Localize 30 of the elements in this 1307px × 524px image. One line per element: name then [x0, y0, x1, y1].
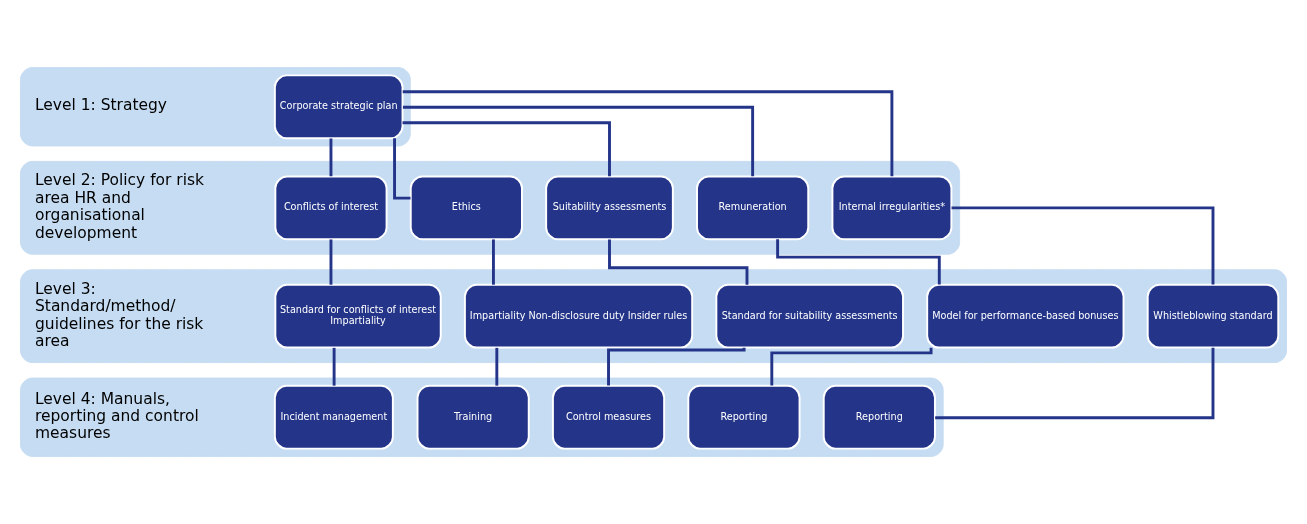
node-box: Model for performance-based bonuses: [926, 283, 1125, 349]
connector: [402, 121, 611, 177]
node-box: Standard for conflicts of interest Impartiality: [274, 283, 442, 349]
connector: [951, 206, 1215, 285]
node-box: Training: [416, 384, 530, 450]
node-box: Internal irregularities*: [831, 175, 953, 241]
connector: [776, 239, 941, 285]
node-box: Remuneration: [696, 175, 810, 241]
connector: [402, 90, 894, 177]
connector: [332, 347, 336, 386]
node-box: Whistleblowing standard: [1146, 283, 1280, 349]
connector: [492, 239, 495, 285]
node-box: Incident management: [273, 384, 394, 450]
node-box: Standard for suitability assessments: [715, 283, 904, 349]
connector: [935, 347, 1215, 420]
node-box: Corporate strategic plan: [273, 74, 404, 140]
connector: [495, 347, 499, 386]
connector: [329, 138, 333, 177]
node-box: Conflicts of interest: [274, 175, 388, 241]
node-box: Suitability assessments: [545, 175, 674, 241]
node-box: Impartiality Non-disclosure duty Insider rules: [463, 283, 694, 349]
connector: [402, 105, 755, 177]
node-box: Control measures: [551, 384, 666, 450]
connector: [329, 239, 333, 285]
connector: [607, 347, 746, 386]
node-box: Reporting: [822, 384, 936, 450]
node-box: Reporting: [687, 384, 801, 450]
connector: [608, 239, 749, 285]
connector: [393, 138, 411, 200]
node-box: Ethics: [409, 175, 523, 241]
